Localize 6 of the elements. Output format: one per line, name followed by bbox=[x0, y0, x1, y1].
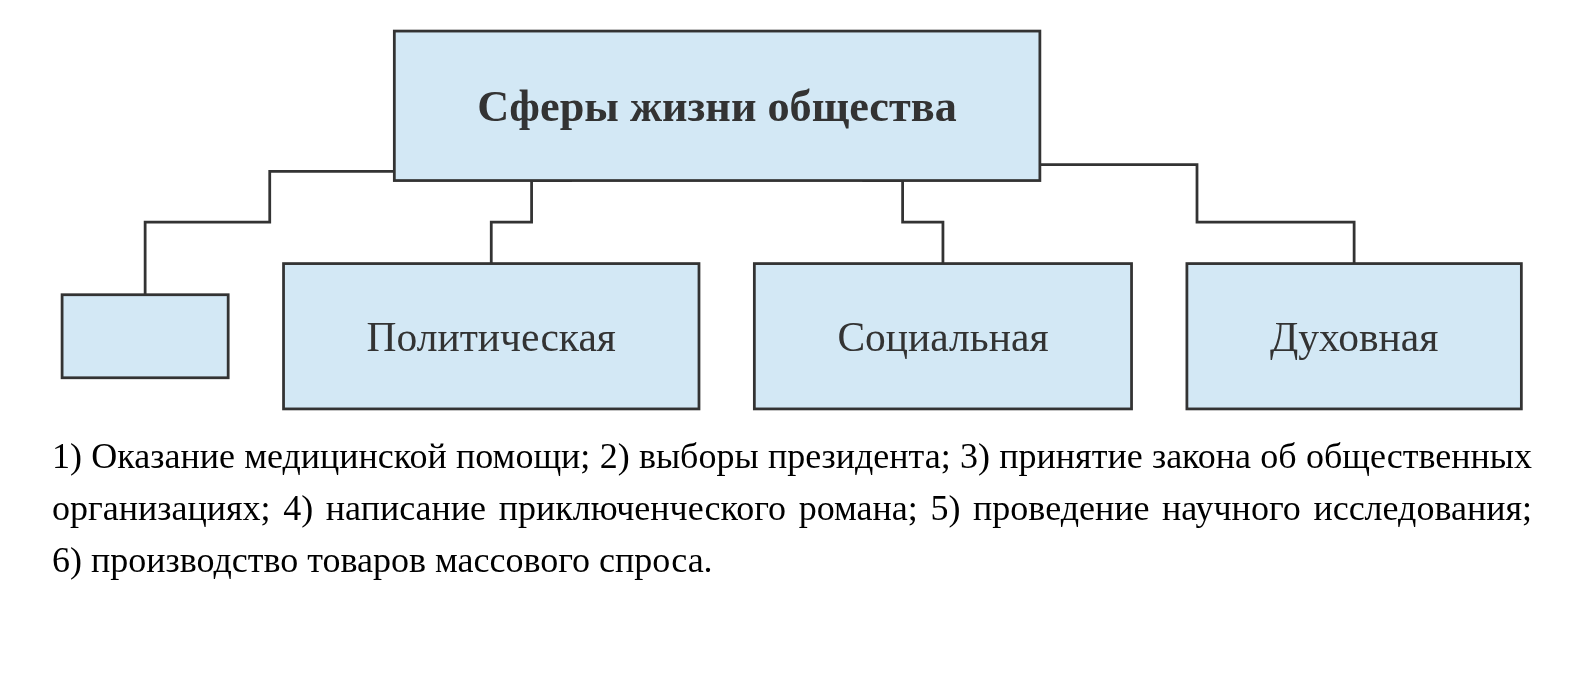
task-text: 1) Оказание медицинской помощи; 2) выборы президента; 3) принятие закона об общественных организациях; 4) написание приключенческого романа; 5) проведение научного исследования; 6) производство товаров массового спроса. bbox=[52, 435, 1532, 583]
node-box bbox=[60, 293, 230, 380]
node-box: Социальная bbox=[753, 262, 1134, 411]
node-box: Духовная bbox=[1185, 262, 1523, 411]
node-box: Политическая bbox=[282, 262, 701, 411]
node-box: Сферы жизни общества bbox=[393, 29, 1042, 182]
